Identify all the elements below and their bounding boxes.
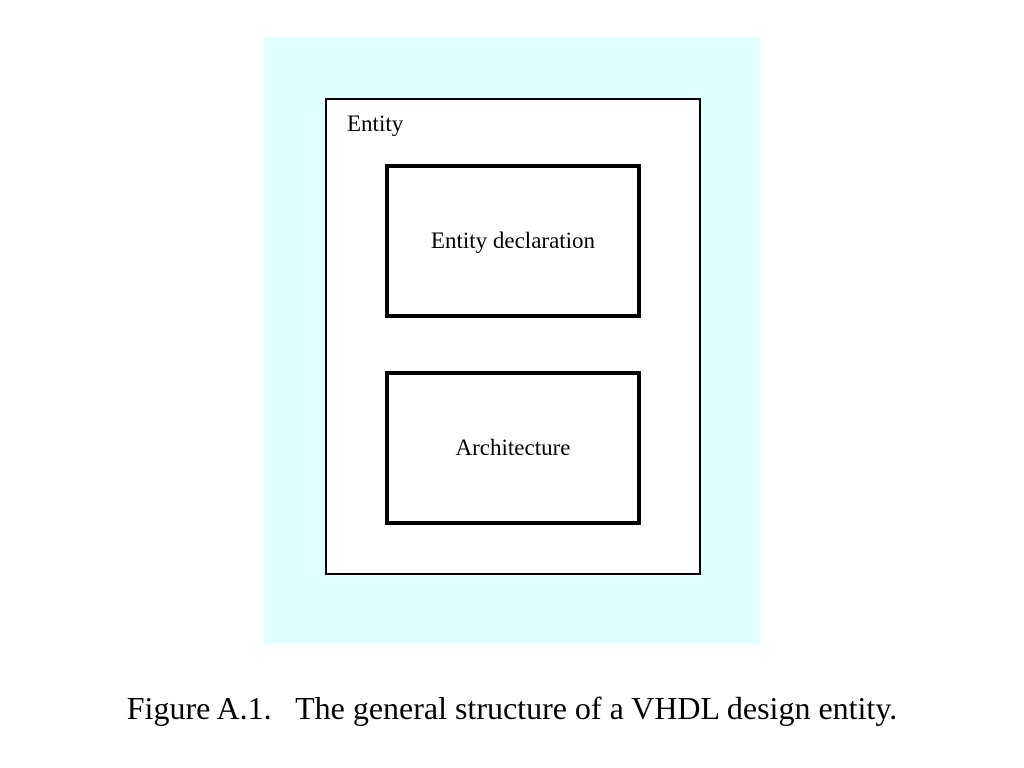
figure-panel: Entity Entity declaration Architecture: [264, 37, 760, 643]
architecture-box: Architecture: [385, 371, 641, 525]
figure-caption: Figure A.1. The general structure of a V…: [126, 690, 898, 726]
entity-declaration-label: Entity declaration: [430, 228, 596, 253]
entity-label: Entity: [347, 111, 404, 136]
architecture-label: Architecture: [455, 435, 571, 460]
entity-box: Entity Entity declaration Architecture: [325, 98, 701, 575]
entity-declaration-box: Entity declaration: [385, 164, 641, 318]
